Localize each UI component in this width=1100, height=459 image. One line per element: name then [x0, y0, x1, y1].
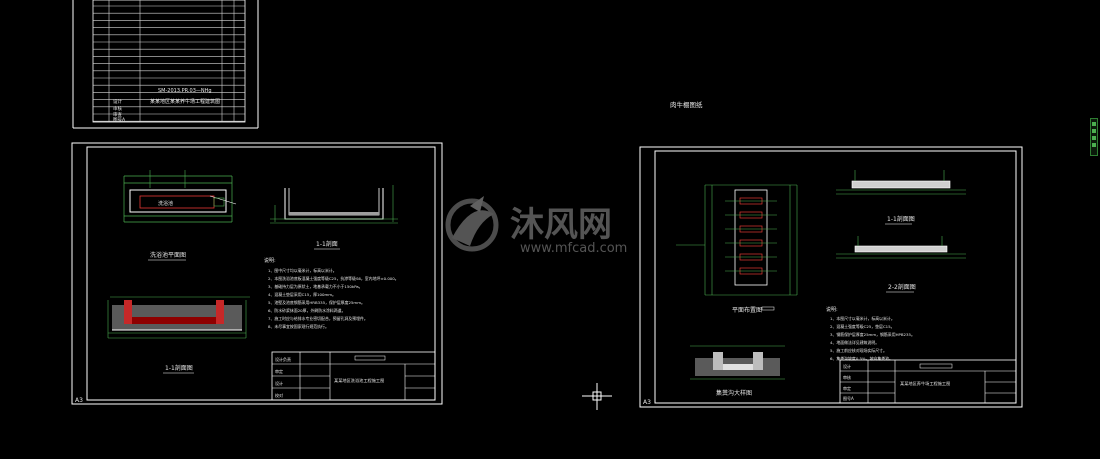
- right-detail-title: 集粪沟大样图: [716, 389, 752, 397]
- watermark-url: www.mfcad.com: [520, 241, 627, 256]
- left-tb-row-1: 审定: [275, 368, 283, 374]
- left-sheet[interactable]: A3 洗浴池 洗浴池平面图 1: [71, 142, 443, 405]
- right-section-2: 2-2剖面图: [836, 236, 966, 293]
- watermark-brand: 沐风网: [510, 205, 612, 245]
- scrollbar-grip[interactable]: [1092, 122, 1096, 126]
- scrollbar-grip[interactable]: [1092, 143, 1096, 147]
- right-tb-project: 某某地区养牛场工程施工图: [900, 380, 950, 387]
- right-sheet-size: A3: [643, 399, 651, 406]
- right-note-5: 6、集粪沟坡度0.5%，坡向集粪池。: [830, 356, 893, 361]
- right-section-1-title: 1-1剖面图: [887, 215, 915, 223]
- top-project-title: 某某地区某某养牛场工程建筑图: [150, 98, 220, 105]
- top-row-label-0: 设计: [113, 98, 122, 105]
- left-note-1: 2、本图洗浴池底板混凝土强度等级C25，抗渗等级S6，室内地坪±0.000。: [268, 276, 399, 281]
- model-space-label: 肉牛棚图纸: [670, 100, 703, 109]
- right-note-3: 4、地面做法详见建筑说明。: [830, 340, 879, 345]
- left-plan-view: 洗浴池 洗浴池平面图: [123, 170, 237, 261]
- right-notes-title: 说明:: [826, 306, 838, 313]
- right-plan-title: 平面布置图: [732, 306, 762, 314]
- right-tb-row-2: 审定: [843, 385, 851, 391]
- right-section-2-title: 2-2剖面图: [888, 283, 916, 291]
- left-tb-row-2: 设计: [275, 380, 283, 386]
- right-detail-view: 集粪沟大样图: [690, 345, 785, 397]
- left-tb-row-3: 校对: [275, 392, 283, 398]
- left-note-5: 6、防水砂浆抹面20厚，外刷防水涂料两道。: [268, 308, 345, 313]
- vertical-scrollbar[interactable]: [1090, 118, 1098, 156]
- left-tb-row-0: 设计负责: [275, 356, 291, 362]
- top-sheet: SM-2013.PR.03—NHg 某某地区某某养牛场工程建筑图 设计 审核 审…: [72, 0, 259, 129]
- left-note-0: 1、图中尺寸均以毫米计，标高以米计。: [268, 268, 337, 273]
- left-section-1: 1-1剖面: [270, 185, 398, 250]
- crosshair-cursor-icon: [582, 383, 612, 410]
- left-plan-title: 洗浴池平面图: [150, 251, 186, 259]
- right-notes: 说明: 1、本图尺寸以毫米计，标高以米计。 2、混凝土强度等级C25，垫层C15…: [826, 306, 915, 361]
- left-section-2: 1-1剖面图: [107, 296, 250, 374]
- left-note-4: 5、池壁及池底钢筋采用HRB335，保护层厚度25mm。: [268, 300, 365, 305]
- left-sheet-size: A3: [75, 397, 83, 404]
- left-notes: 说明: 1、图中尺寸均以毫米计，标高以米计。 2、本图洗浴池底板混凝土强度等级C…: [264, 257, 399, 329]
- right-tb-row-0: 设计: [843, 363, 851, 369]
- right-title-block: 设计 审核 审定 图号A 某某地区养牛场工程施工图: [839, 359, 1017, 404]
- left-tb-project: 某某地区洗浴池工程施工图: [334, 377, 384, 384]
- right-tb-row-3: 图号A: [843, 395, 854, 401]
- right-note-1: 2、混凝土强度等级C25，垫层C15。: [830, 324, 895, 329]
- scrollbar-grip[interactable]: [1092, 136, 1096, 140]
- left-title-block: 设计负责 审定 设计 校对 某某地区洗浴池工程施工图: [271, 351, 436, 401]
- left-section-2-title: 1-1剖面图: [165, 364, 193, 372]
- top-row-label-1: 审核: [113, 105, 122, 112]
- right-note-0: 1、本图尺寸以毫米计，标高以米计。: [830, 316, 895, 321]
- scrollbar-grip[interactable]: [1092, 129, 1096, 133]
- left-note-2: 3、基础持力层为原状土，地基承载力不小于150kPa。: [268, 284, 363, 289]
- right-section-1: 1-1剖面图: [836, 170, 966, 225]
- left-section-1-title: 1-1剖面: [316, 240, 338, 248]
- left-note-7: 8、未尽事宜按国家现行规范执行。: [268, 324, 329, 329]
- right-tb-row-1: 审核: [843, 374, 851, 380]
- pool-label: 洗浴池: [158, 200, 173, 207]
- left-note-6: 7、施工时应与给排水专业密切配合，预留孔洞及预埋件。: [268, 316, 368, 321]
- left-note-3: 4、混凝土垫层采用C15，厚100mm。: [268, 292, 336, 297]
- watermark-logo-icon: [445, 196, 499, 252]
- top-row-label-2: 审查: [113, 111, 122, 118]
- right-note-2: 3、钢筋保护层厚度25mm，钢筋采用HPB235。: [830, 332, 915, 337]
- left-notes-title: 说明:: [264, 257, 276, 264]
- right-note-4: 5、施工前应核对现场实际尺寸。: [830, 348, 887, 353]
- watermark: 沐风网 www.mfcad.com: [445, 196, 627, 256]
- right-plan-view: 平面布置图: [676, 184, 798, 314]
- drawing-number: SM-2013.PR.03—NHg: [158, 88, 212, 94]
- top-row-label-3: 图号A: [113, 117, 126, 123]
- right-sheet[interactable]: A3 平面布置图 1-1剖面图: [639, 146, 1023, 408]
